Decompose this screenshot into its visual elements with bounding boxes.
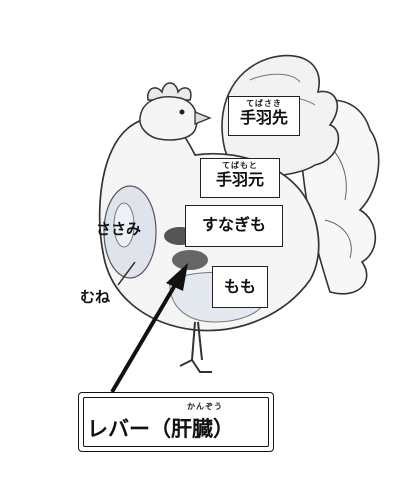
label-tender: ささみ — [96, 220, 142, 238]
label-thigh: もも — [212, 266, 268, 308]
eye — [179, 109, 185, 115]
ruby-wing-tip: てばさき — [246, 99, 282, 108]
label-wing-root: てばもと 手羽元 — [200, 158, 280, 198]
label-liver: かんぞう レバー（肝臓） — [78, 392, 274, 452]
liver-region — [172, 250, 208, 270]
label-breast: むね — [80, 288, 111, 306]
breast-pointer — [117, 261, 136, 286]
ruby-liver: かんぞう — [187, 402, 223, 411]
comb — [147, 82, 192, 101]
leg — [179, 321, 212, 373]
label-wing-tip: てばさき 手羽先 — [228, 96, 300, 136]
head — [139, 96, 198, 141]
text-gizzard: すなぎも — [201, 215, 266, 234]
ruby-wing-root: てばもと — [222, 161, 258, 170]
text-wing-root: 手羽元 — [215, 170, 264, 189]
liver-arrow-shaft — [110, 278, 180, 394]
text-liver: レバー（肝臓） — [87, 417, 234, 441]
label-liver-inner-frame — [83, 397, 269, 447]
liver-arrow-head — [166, 263, 188, 291]
label-gizzard: すなぎも — [185, 205, 283, 247]
beak — [194, 111, 212, 125]
text-wing-tip: 手羽先 — [239, 108, 288, 127]
text-thigh: もも — [223, 277, 256, 296]
